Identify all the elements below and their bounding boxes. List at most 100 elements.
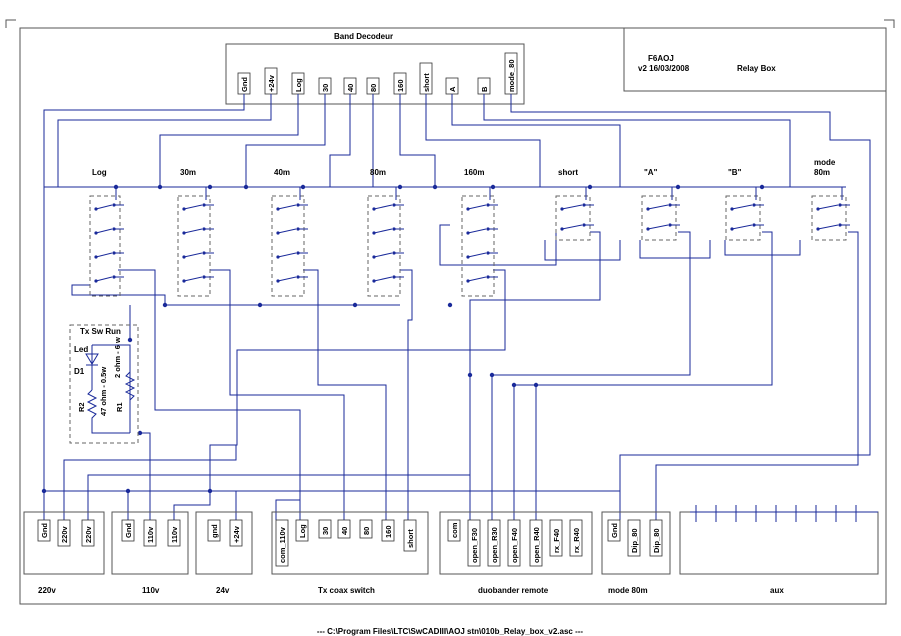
decoder-pin-label: 30 <box>321 84 330 92</box>
connector-pin: 80 <box>359 519 373 539</box>
junction-dots <box>41 184 765 494</box>
decoder-pin-label: Gnd <box>240 77 249 92</box>
connector-pin-label: 220v <box>60 525 69 543</box>
decoder-pin-gnd: Gnd <box>237 72 251 95</box>
connector-pin: Dip_80 <box>649 519 663 557</box>
relay-label: "A" <box>644 168 658 177</box>
connector-pin: open_F30 <box>467 519 481 567</box>
aux-ticks <box>690 505 878 522</box>
connector-label: Tx coax switch <box>318 586 375 595</box>
connector-pin: com <box>447 519 461 542</box>
connector-tx-coax-switch: Tx coax switch com_110v Log 30 40 80 160 short <box>271 511 429 595</box>
connector-pin-label: 80 <box>362 527 371 535</box>
relay-label: mode <box>814 158 836 167</box>
decoder-pin-80: 80 <box>366 77 380 95</box>
resistor-r2 <box>86 389 130 434</box>
tx-sw-run-title: Tx Sw Run <box>80 327 121 336</box>
connector-pin: open_R40 <box>529 519 543 567</box>
relay-label: 80m <box>814 168 830 177</box>
connector-label: 220v <box>38 586 56 595</box>
connector-pin-label: open_F30 <box>470 528 479 563</box>
connector-pin-label: rx_R40 <box>572 528 581 553</box>
decoder-pin-a: A <box>445 77 459 95</box>
connector-pin-label: com <box>450 522 459 538</box>
r2-label: R2 <box>77 402 86 412</box>
relay-2: 40m <box>271 168 308 297</box>
wiring <box>43 94 871 520</box>
connector-pin-label: Log <box>298 524 307 538</box>
connector-aux: aux <box>679 511 879 595</box>
relay-4: 160m <box>461 168 498 297</box>
connector-pin: 160 <box>381 519 395 542</box>
relay-7: "B" <box>725 168 764 241</box>
version-text: v2 16/03/2008 <box>638 64 690 73</box>
decoder-pin-30: 30 <box>318 77 332 95</box>
connector-pin: open_F40 <box>507 519 521 567</box>
connector-pin-label: Dip_80 <box>630 528 639 553</box>
connector-label: mode 80m <box>608 586 648 595</box>
relay-label: 40m <box>274 168 290 177</box>
resistor-r1 <box>124 371 136 401</box>
decoder-pin-label: +24v <box>267 74 276 92</box>
author-text: F6AOJ <box>648 54 674 63</box>
connector-pin-label: Gnd <box>124 523 133 538</box>
decoder-pin-label: 80 <box>369 84 378 92</box>
connector-label: aux <box>770 586 784 595</box>
title-block: F6AOJ v2 16/03/2008 Relay Box <box>638 54 776 73</box>
tx-sw-run-block: Tx Sw Run Led D1 R2 47 ohm - 0.5w R1 2 o… <box>69 324 139 444</box>
sheet-name-text: Relay Box <box>737 64 776 73</box>
connector-pin-label: Dip_80 <box>652 528 661 553</box>
decoder-pin-label: B <box>480 86 489 92</box>
connector-pin: Log <box>295 519 309 542</box>
connector-label: 24v <box>216 586 230 595</box>
decoder-pin-label: A <box>448 86 457 92</box>
decoder-pin-label: mode_80 <box>507 59 516 92</box>
connector-pin: 30 <box>318 519 332 539</box>
connector-pin: +24v <box>229 519 243 547</box>
connector-pin: gnd <box>207 519 221 542</box>
connector-pin: 110v <box>167 519 181 547</box>
connector-220v: 220v Gnd 220v 220v <box>23 511 105 595</box>
band-decoder-title: Band Decodeur <box>334 32 393 41</box>
connector-pin: rx_R40 <box>569 519 583 557</box>
decoder-pin-short: short <box>419 62 433 95</box>
connector-pin-label: Gnd <box>610 523 619 538</box>
relay-label: 30m <box>180 168 196 177</box>
connector-pin-label: gnd <box>210 524 219 538</box>
relay-label: 160m <box>464 168 484 177</box>
connector-pin: rx_F40 <box>549 519 563 557</box>
connector-pin-label: short <box>406 529 415 548</box>
decoder-pin-label: short <box>422 73 431 92</box>
led-label: Led <box>74 345 88 354</box>
connector-pin: Gnd <box>37 519 51 542</box>
connector-pin-label: com_110v <box>278 526 287 563</box>
connector-pin: 110v <box>143 519 157 547</box>
relay-3: 80m <box>367 168 404 297</box>
connector-pin-label: 160 <box>384 525 393 538</box>
connector-pin: 220v <box>81 519 95 547</box>
connector-pin-label: rx_F40 <box>552 529 561 553</box>
relay-6: "A" <box>641 168 680 241</box>
relay-5: short <box>555 168 594 241</box>
connector-pin-label: 40 <box>340 527 349 535</box>
connector-pin-label: 30 <box>321 527 330 535</box>
relay-0: Log <box>89 168 124 297</box>
connector-pin: Gnd <box>607 519 621 542</box>
connector-pin: com_110v <box>275 519 289 567</box>
connector-pin-label: 220v <box>84 525 93 543</box>
connector-pin-label: +24v <box>232 525 241 543</box>
r2-value: 47 ohm - 0.5w <box>99 367 108 416</box>
connector-pin: Gnd <box>121 519 135 542</box>
relay-label: 80m <box>370 168 386 177</box>
decoder-pin-24v: +24v <box>264 67 278 95</box>
r1-value: 2 ohm - 6 w <box>113 337 122 378</box>
decoder-pin-40: 40 <box>343 77 357 95</box>
relay-label: Log <box>92 168 107 177</box>
decoder-pin-mode80: mode_80 <box>504 52 518 95</box>
file-path-footer: --- C:\Program Files\LTC\SwCADIII\AOJ st… <box>317 627 583 636</box>
connector-pin: short <box>403 519 417 552</box>
